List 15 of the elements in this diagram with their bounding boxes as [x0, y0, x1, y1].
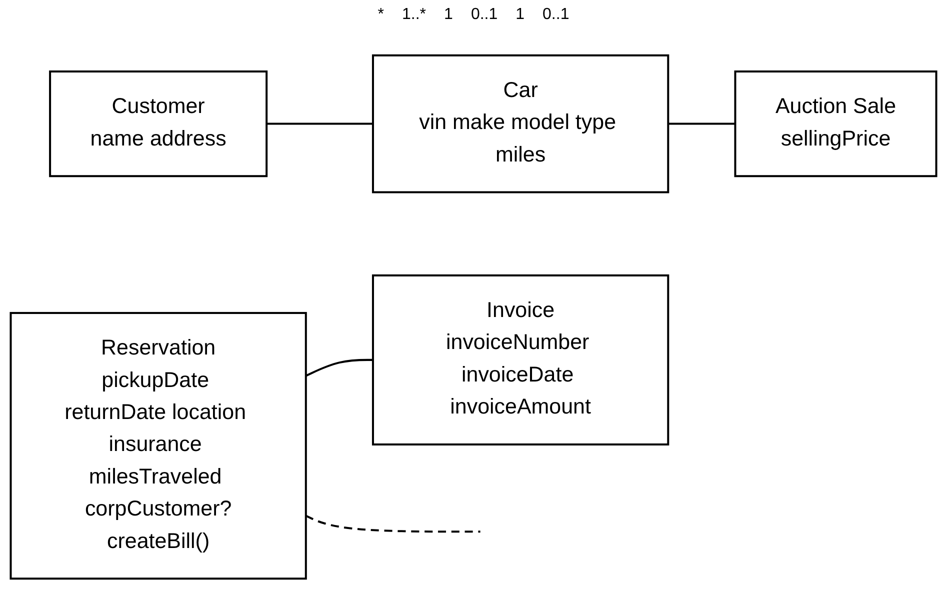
connector: [305, 514, 480, 533]
connector: [266, 122, 373, 125]
node-box: Car vin make model type miles: [372, 54, 670, 194]
multiplicity-label: *: [378, 6, 384, 24]
node-box: Auction Sale sellingPrice: [734, 70, 938, 178]
multiplicity-label: 1: [444, 6, 453, 24]
node-box: Customer name address: [49, 70, 268, 178]
multiplicity-label: 1: [516, 6, 525, 24]
multiplicity-label: 0..1: [470, 6, 498, 24]
node-box: Reservation pickupDate returnDate location insurance milesTraveled corpCustomer? createBill(): [10, 312, 307, 580]
node-box: Invoice invoiceNumber invoiceDate invoiceAmount: [372, 274, 670, 446]
multiplicity-label: 0..1: [542, 6, 570, 24]
connector: [668, 122, 736, 125]
multiplicity-label: 1..*: [402, 6, 426, 24]
connector: [305, 358, 373, 377]
